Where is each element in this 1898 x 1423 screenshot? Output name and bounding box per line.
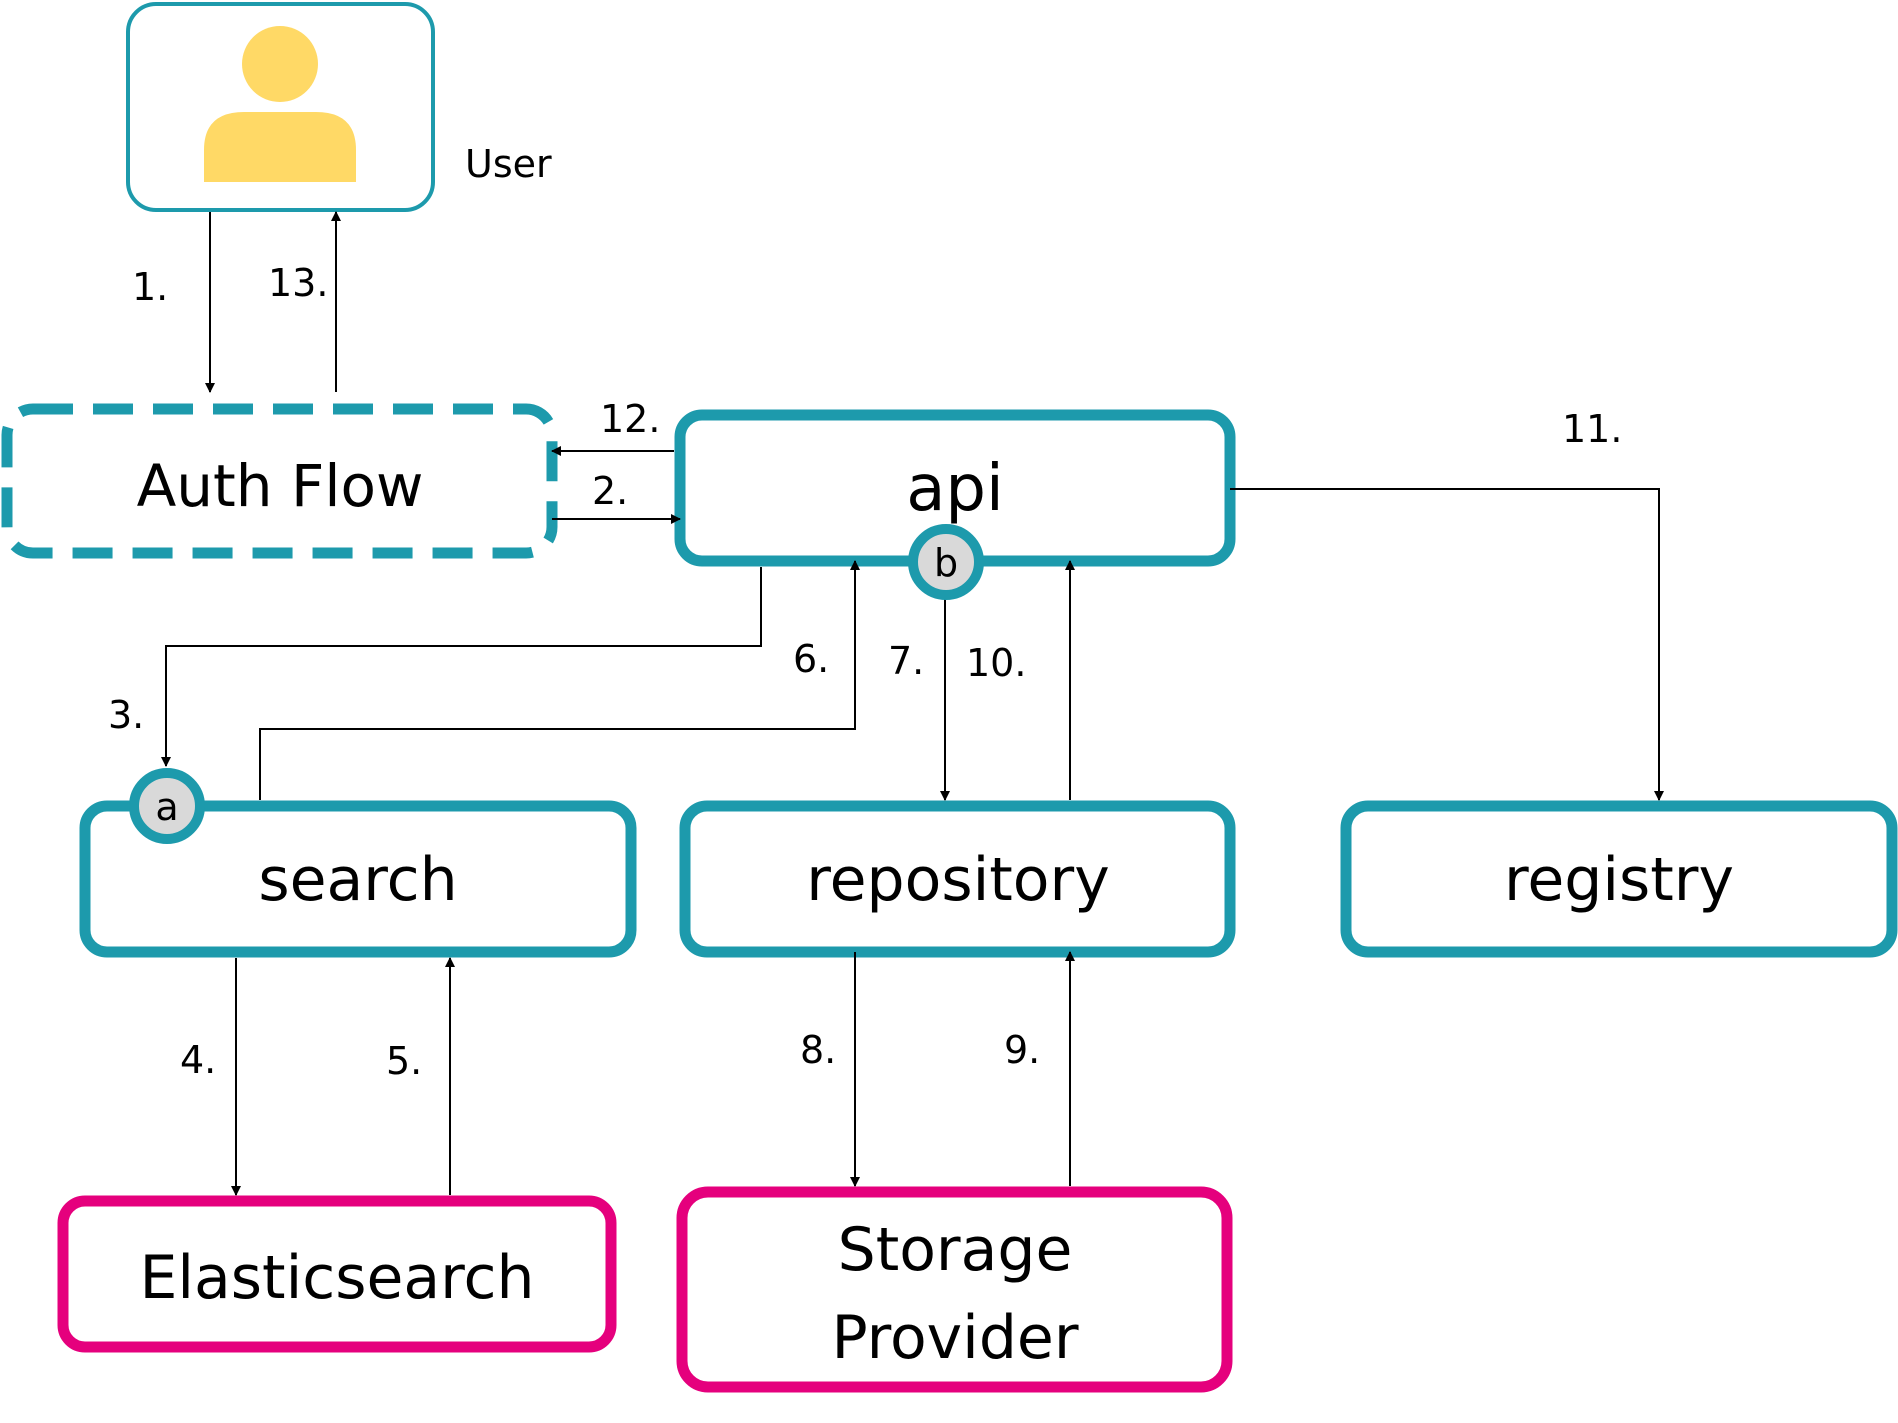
step-label-6: 6.: [793, 637, 829, 681]
marker-b-label: b: [934, 541, 958, 585]
person-icon: [204, 26, 356, 182]
user-label: User: [465, 142, 552, 186]
repository-label: repository: [806, 845, 1109, 915]
elasticsearch-label: Elasticsearch: [139, 1243, 534, 1313]
step-label-5: 5.: [386, 1039, 422, 1083]
user-node: User: [126, 2, 552, 212]
storage-provider-node: Storage Provider: [676, 1186, 1233, 1393]
storage-provider-box: [676, 1186, 1233, 1393]
search-label: search: [258, 845, 457, 915]
search-box: [79, 800, 637, 958]
storage-provider-label-line2: Provider: [831, 1303, 1078, 1373]
step-label-7: 7.: [888, 639, 924, 683]
repository-box: [679, 800, 1236, 958]
auth-flow-box: [1, 403, 558, 559]
step-label-9: 9.: [1004, 1028, 1040, 1072]
registry-node: registry: [1340, 800, 1898, 958]
api-label: api: [906, 452, 1004, 526]
step-label-8: 8.: [800, 1028, 836, 1072]
edge-3: [161, 567, 762, 767]
step-label-4: 4.: [180, 1038, 216, 1082]
repository-node: repository: [679, 800, 1236, 958]
edge-6: [259, 560, 860, 800]
step-label-1: 1.: [132, 265, 168, 309]
step-label-3: 3.: [108, 693, 144, 737]
step-label-13: 13.: [268, 261, 328, 305]
step-label-10: 10.: [966, 641, 1026, 685]
marker-a: a: [129, 768, 205, 844]
step-label-2: 2.: [592, 469, 628, 513]
step-label-11: 11.: [1562, 407, 1622, 451]
registry-label: registry: [1504, 845, 1734, 915]
step-label-12: 12.: [600, 397, 660, 441]
search-node: search: [79, 800, 637, 958]
elasticsearch-node: Elasticsearch: [57, 1195, 617, 1353]
registry-box: [1340, 800, 1898, 958]
edges: [161, 211, 1664, 1196]
auth-flow-label: Auth Flow: [137, 452, 424, 520]
step-labels: 1. 13. 12. 2. 11. 3. 6. 7. 10. 4. 5. 8. …: [108, 261, 1622, 1083]
marker-b: b: [908, 524, 984, 600]
elasticsearch-box: [57, 1195, 617, 1353]
marker-a-label: a: [155, 785, 178, 829]
edge-11: [1230, 488, 1664, 801]
auth-flow-node: Auth Flow: [1, 403, 558, 559]
storage-provider-label-line1: Storage: [838, 1215, 1073, 1285]
